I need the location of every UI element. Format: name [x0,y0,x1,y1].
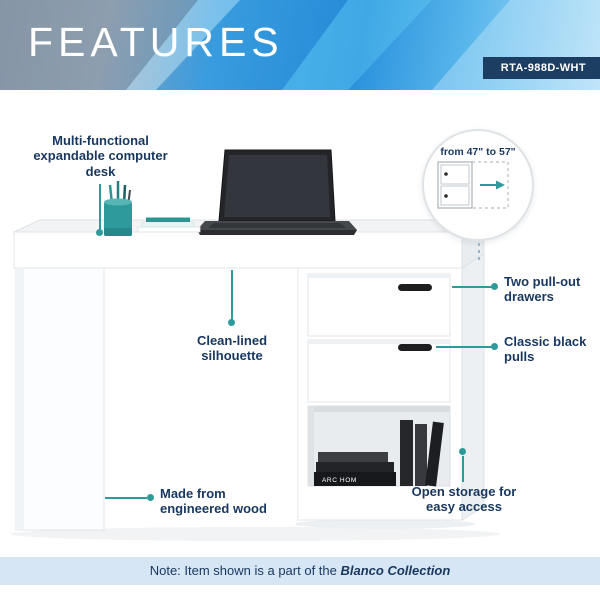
callout-storage: Open storage for easy access [411,484,517,515]
callout-dot [459,448,466,455]
drawer-unit: ARC HOM [297,253,485,521]
callout-dot [96,229,103,236]
drawer-bottom [307,339,451,403]
drawer-top [307,273,451,337]
drawer-pull [398,284,432,291]
footer-note-text: Note: Item shown is a part of the [149,563,341,578]
extension-range-label: from 47" to 57" [440,146,516,158]
desktop-books [137,217,201,233]
callout-drawers: Two pull-out drawers [504,274,581,305]
book-spine-label: ARC HOM [322,477,357,484]
floor-shadow [10,527,500,541]
desk-left-leg [15,267,105,531]
callout-silhouette: Clean-lined silhouette [196,333,268,364]
callout-material: Made from engineered wood [160,486,267,517]
extension-range-badge: from 47" to 57" [422,129,534,241]
callout-line [99,184,101,230]
callout-line [462,456,464,482]
callout-line [452,286,492,288]
open-shelf: ARC HOM [307,405,451,487]
callout-line [436,346,492,348]
callout-pulls: Classic black pulls [504,334,587,365]
shelf-books: ARC HOM [314,420,444,487]
callout-line [105,497,147,499]
laptop [197,149,357,235]
extension-connector-line [478,243,480,263]
footer-note-bar: Note: Item shown is a part of the Blanco… [0,557,600,585]
desk-illustration: ARC HOM [10,149,500,541]
callout-dot [491,343,498,350]
model-number-badge: RTA-988D-WHT [482,57,600,79]
drawer-extension-icon [437,161,509,209]
floor-shadow [295,519,475,529]
callout-line [231,270,233,320]
pencil-cup [104,181,132,236]
drawer-pull [398,344,432,351]
collection-name: Blanco Collection [340,563,451,578]
page-title: FEATURES [28,19,284,65]
header-banner: FEATURES [0,0,600,90]
callout-dot [228,319,235,326]
callout-multi-functional: Multi-functional expandable computer des… [33,133,168,179]
callout-dot [147,494,154,501]
callout-dot [491,283,498,290]
